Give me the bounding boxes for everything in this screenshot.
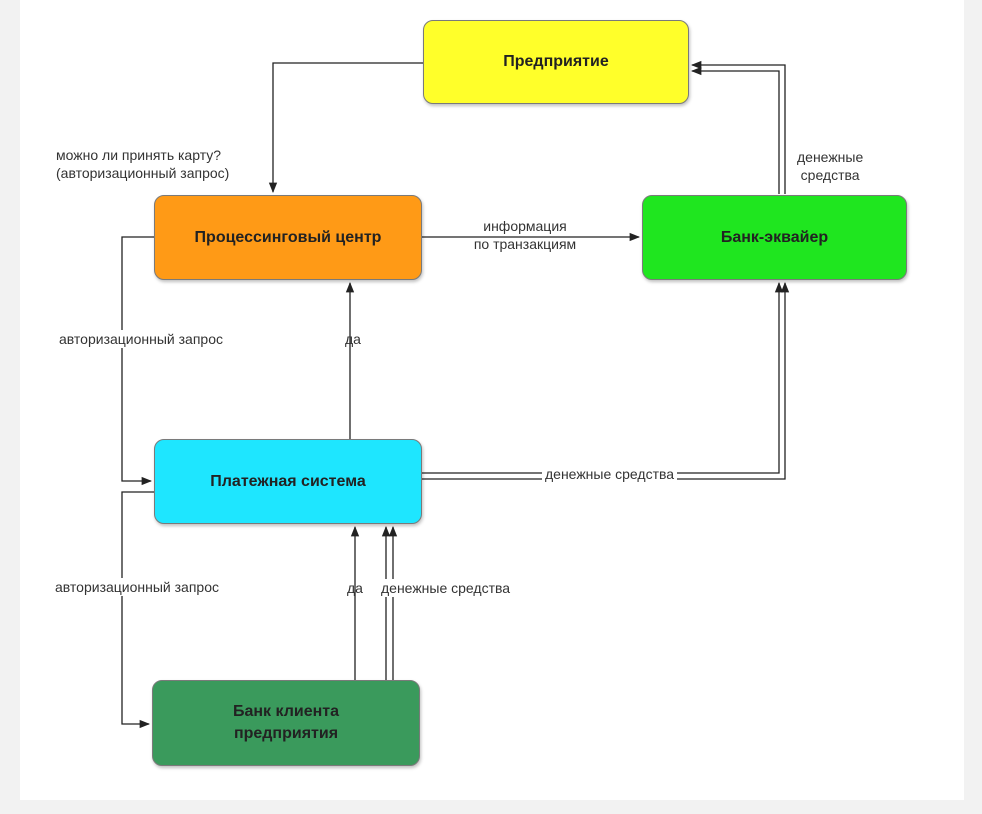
label-auth-request-lower: авторизационный запрос <box>52 578 222 597</box>
node-enterprise: Предприятие <box>423 20 689 104</box>
edge-money-to-acquirer-a <box>422 281 784 474</box>
node-processing-center-label: Процессинговый центр <box>194 228 382 246</box>
node-client-bank-label-line1: Банк клиента <box>232 703 339 721</box>
node-acquirer-bank: Банк-эквайер <box>642 195 907 280</box>
label-money-to-acquirer: денежные средства <box>542 465 678 484</box>
label-transaction-info: информация по транзакциям <box>455 217 595 253</box>
node-client-bank-label-line2: предприятия <box>233 725 339 742</box>
edge-money-to-enterprise-b <box>690 60 786 194</box>
label-transaction-info-line1: информация <box>483 218 567 234</box>
edge-money-to-enterprise-a <box>690 66 780 194</box>
node-client-bank: Банк клиента предприятия <box>152 680 420 766</box>
edge-auth-request-upper <box>121 236 154 486</box>
label-money-to-enterprise-line2: средства <box>800 167 860 184</box>
node-enterprise-label: Предприятие <box>503 53 609 71</box>
node-processing-center: Процессинговый центр <box>154 195 422 280</box>
diagram-canvas <box>20 0 964 800</box>
edge-card-question <box>268 62 423 194</box>
label-card-question: можно ли принять карту? (авторизационный… <box>56 146 229 182</box>
label-auth-request-upper: авторизационный запрос <box>56 330 226 349</box>
label-transaction-info-line2: по транзакциям <box>473 236 577 253</box>
node-acquirer-bank-label: Банк-эквайер <box>720 228 829 246</box>
label-yes-to-payment: да <box>347 580 363 596</box>
edge-auth-request-lower <box>121 491 154 729</box>
label-yes-to-processing: да <box>345 331 361 347</box>
label-money-to-payment: денежные средства <box>378 579 514 598</box>
label-money-to-enterprise-line1: денежные <box>797 149 864 165</box>
label-card-question-line2: (авторизационный запрос) <box>56 165 230 182</box>
node-payment-system: Платежная система <box>154 439 422 524</box>
label-money-to-enterprise: денежные средства <box>797 148 863 184</box>
node-payment-system-label: Платежная система <box>210 472 366 490</box>
edge-money-to-acquirer-b <box>422 281 790 480</box>
label-card-question-line1: можно ли принять карту? <box>56 147 222 163</box>
